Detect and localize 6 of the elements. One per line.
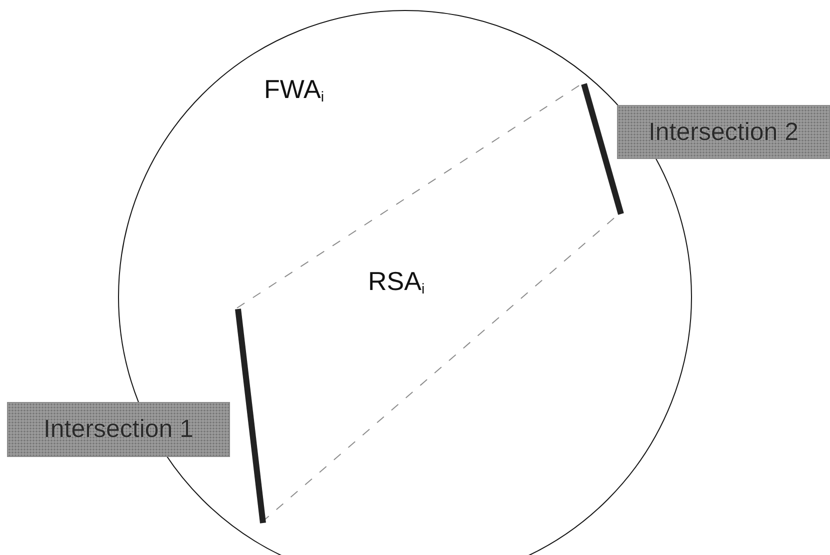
- thick-bar: [234, 309, 267, 523]
- intersection-label: Intersection 1: [7, 402, 230, 457]
- intersection-label: Intersection 2: [617, 105, 830, 159]
- area-label: RSA$_{i}$: [368, 268, 425, 297]
- thick-bar: [580, 84, 625, 214]
- area-label: FWA$_{i}$: [264, 76, 324, 105]
